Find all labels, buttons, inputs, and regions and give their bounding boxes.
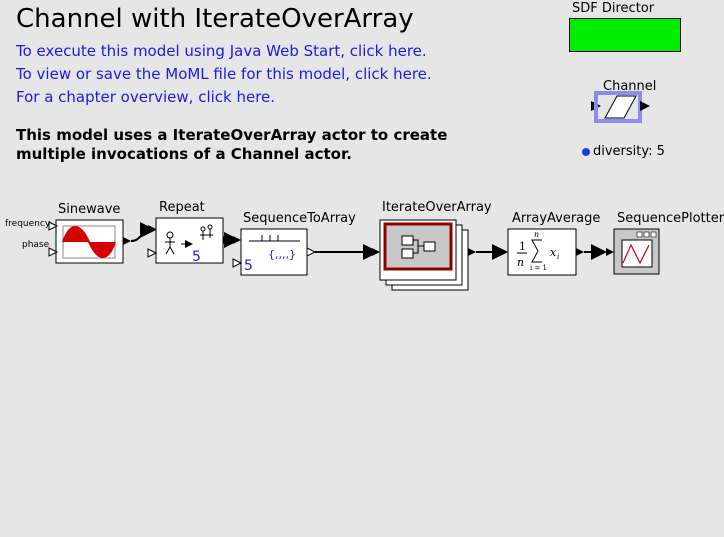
phase-port-label: phase [22, 240, 50, 250]
iterate-over-array-label: IterateOverArray [382, 200, 492, 215]
sequence-plotter-label: SequencePlotter [617, 211, 724, 226]
page-title: Channel with IterateOverArray [16, 4, 414, 34]
repeat-actor[interactable] [147, 217, 231, 264]
sdf-director[interactable] [569, 18, 681, 52]
frequency-port-icon [48, 221, 59, 231]
phase-port-icon [48, 247, 59, 257]
sequence-to-array-label: SequenceToArray [243, 211, 356, 226]
repeat-label: Repeat [159, 200, 205, 215]
sequence-to-array-actor[interactable] [232, 228, 317, 276]
channel-port-label: Channel [603, 79, 657, 94]
iterate-over-array-actor[interactable] [372, 219, 476, 291]
array-average-actor[interactable] [500, 228, 584, 276]
formula-i: i [557, 253, 559, 261]
diversity-parameter[interactable]: diversity: 5 [582, 144, 665, 159]
formula-n: n [517, 256, 524, 269]
formula-x: x [550, 246, 557, 259]
repeat-value: 5 [192, 249, 201, 265]
moml-link[interactable]: To view or save the MoML file for this m… [16, 65, 432, 83]
webstart-link[interactable]: To execute this model using Java Web Sta… [16, 42, 427, 60]
formula-one: 1 [519, 240, 526, 253]
diversity-text: diversity: 5 [593, 144, 665, 159]
director-label: SDF Director [572, 1, 655, 16]
sinewave-label: Sinewave [58, 202, 121, 217]
formula-sum-top: n [534, 230, 539, 239]
parameter-dot-icon [582, 147, 590, 156]
sequence-to-array-glyph: {,,,,} [268, 248, 296, 261]
sequence-to-array-value: 5 [244, 258, 253, 274]
frequency-port-label: frequency [5, 219, 51, 229]
formula-sum-bottom: i = 1 [530, 264, 547, 272]
array-average-label: ArrayAverage [512, 211, 601, 226]
model-description: This model uses a IterateOverArray actor… [16, 126, 448, 163]
channel-port-actor[interactable] [591, 91, 650, 123]
sinewave-actor[interactable] [48, 219, 131, 264]
chapter-overview-link[interactable]: For a chapter overview, click here. [16, 88, 276, 106]
sequence-plotter-actor[interactable] [606, 228, 660, 275]
